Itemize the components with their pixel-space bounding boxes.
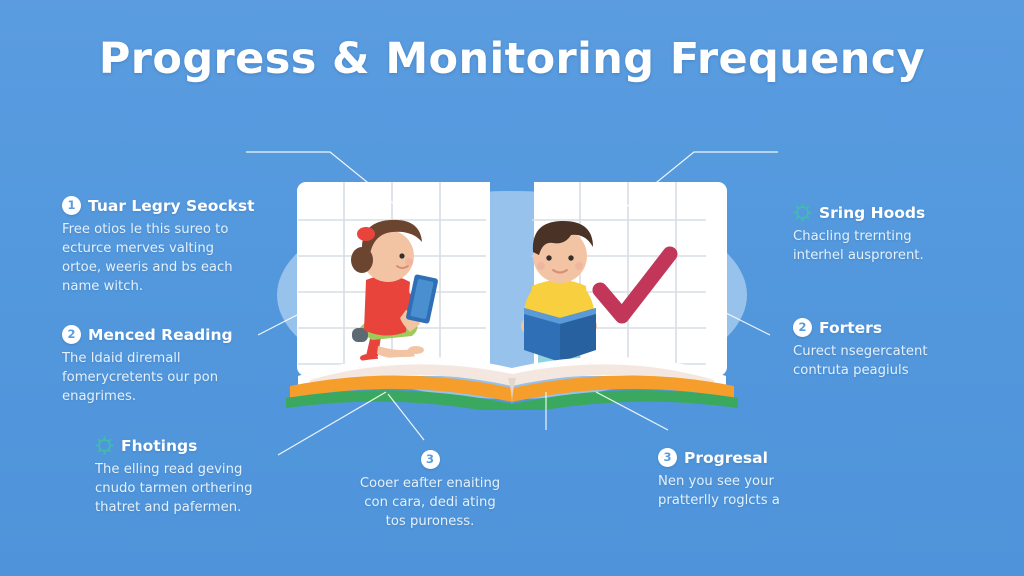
block-heading: Sring Hoods [819, 203, 926, 222]
body-line: name witch. [62, 279, 144, 294]
gear-icon [793, 203, 812, 222]
block-heading: Menced Reading [88, 325, 233, 344]
block-heading-row: 2 Forters [793, 318, 928, 337]
block-heading-row: 3 Progresal [658, 448, 780, 467]
step-badge: 3 [420, 450, 440, 469]
open-book-illustration [270, 160, 754, 416]
block-heading-row: Sring Hoods [793, 203, 925, 222]
block-heading-row: 3 [345, 450, 515, 469]
body-line: contruta peagiuls [793, 363, 909, 378]
step-badge: 3 [658, 448, 677, 467]
body-line: thatret and pafermen. [95, 500, 242, 515]
step-badge: 1 [62, 196, 81, 215]
body-line: con cara, dedi ating [364, 495, 496, 510]
body-line: enagrimes. [62, 389, 137, 404]
body-line: The ldaid diremall [62, 351, 181, 366]
body-line: fomerycretents our pon [62, 370, 219, 385]
block-heading: Tuar Legry Seockst [88, 196, 255, 215]
info-block-right-3: 3 Progresal Nen you see your pratterlly … [658, 448, 780, 510]
block-heading: Progresal [684, 448, 768, 467]
gear-icon [95, 436, 114, 455]
block-body: Curect nsegercatent contruta peagiuls [793, 342, 928, 380]
block-heading: Forters [819, 318, 883, 337]
boy-figure [521, 220, 597, 368]
body-line: Chacling trernting [793, 229, 912, 244]
step-badge: 2 [793, 318, 812, 337]
body-line: pratterlly roglcts a [658, 493, 780, 508]
body-line: Cooer eafter enaiting [359, 476, 501, 491]
info-block-left-3: Fhotings The elling read geving cnudo ta… [95, 436, 253, 517]
info-block-right-1: Sring Hoods Chacling trernting interhel … [793, 203, 925, 265]
block-heading-row: 2 Menced Reading [62, 325, 233, 344]
page-title: Progress & Monitoring Frequency [98, 34, 926, 84]
body-line: ortoe, weeris and bs each [62, 260, 233, 275]
block-body: Chacling trernting interhel ausprorent. [793, 227, 925, 265]
block-body: The ldaid diremall fomerycretents our po… [62, 349, 233, 406]
body-line: tos puroness. [385, 514, 475, 529]
girl-figure [351, 219, 438, 362]
body-line: cnudo tarmen orthering [95, 481, 253, 496]
info-block-left-2: 2 Menced Reading The ldaid diremall fome… [62, 325, 233, 406]
step-badge: 2 [62, 325, 81, 344]
info-block-bottom-center: 3 Cooer eafter enaiting con cara, dedi a… [345, 450, 515, 531]
block-body: Free otios le this sureo to ecturce merv… [62, 220, 255, 296]
block-heading-row: Fhotings [95, 436, 253, 455]
body-line: Nen you see your [658, 474, 774, 489]
block-body: Cooer eafter enaiting con cara, dedi ati… [345, 474, 515, 531]
body-line: Free otios le this sureo to [62, 222, 229, 237]
body-line: The elling read geving [95, 462, 243, 477]
info-block-right-2: 2 Forters Curect nsegercatent contruta p… [793, 318, 928, 380]
body-line: interhel ausprorent. [793, 248, 924, 263]
block-body: The elling read geving cnudo tarmen orth… [95, 460, 253, 517]
block-heading: Fhotings [121, 436, 198, 455]
body-line: Curect nsegercatent [793, 344, 928, 359]
block-body: Nen you see your pratterlly roglcts a [658, 472, 780, 510]
info-block-left-1: 1 Tuar Legry Seockst Free otios le this … [62, 196, 255, 296]
body-line: ecturce merves valting [62, 241, 215, 256]
block-heading-row: 1 Tuar Legry Seockst [62, 196, 255, 215]
